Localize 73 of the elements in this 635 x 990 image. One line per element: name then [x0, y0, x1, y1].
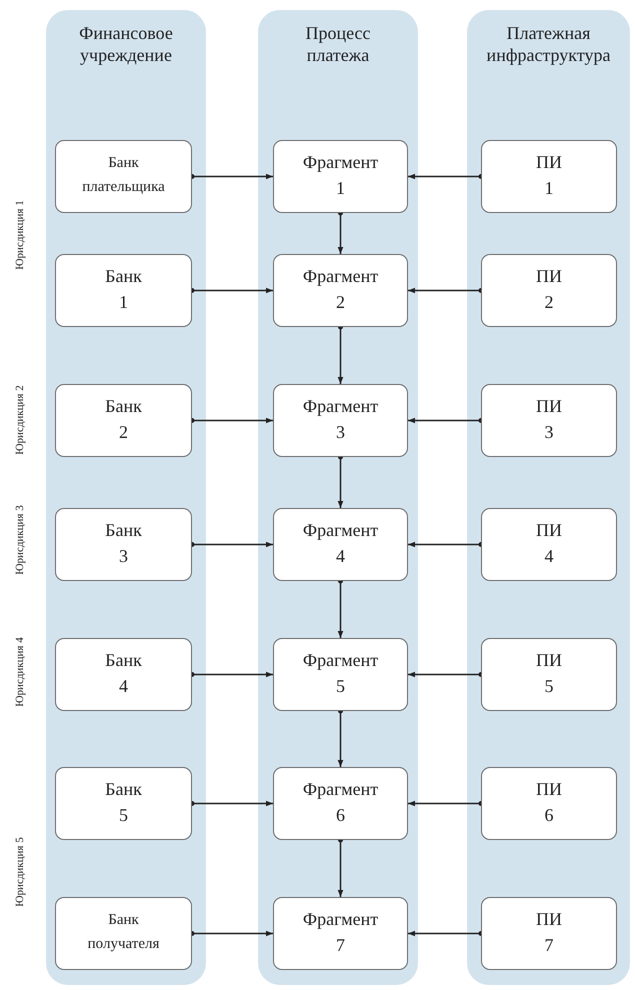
process-box [273, 638, 408, 711]
arrow [190, 542, 273, 548]
box-label: Фрагмент 3 [302, 395, 378, 444]
arrow [190, 174, 273, 180]
box-label: Банк плательщика [82, 154, 165, 197]
box-label: Фрагмент 1 [302, 151, 378, 200]
arrow [190, 930, 273, 936]
process-box [481, 384, 617, 457]
jurisdiction-label: Юрисдикция 1 [13, 200, 27, 270]
box-label: Фрагмент 5 [302, 649, 378, 698]
process-box [273, 140, 408, 213]
box-label: ПИ 2 [536, 265, 562, 314]
process-box [55, 638, 192, 711]
box-label: Банк 3 [105, 519, 142, 568]
process-box [481, 767, 617, 840]
box-label: Банк 2 [105, 395, 142, 444]
column-band [467, 10, 630, 985]
process-box [481, 508, 617, 581]
process-box [273, 767, 408, 840]
box-label: ПИ 1 [536, 151, 562, 200]
arrow [338, 454, 344, 508]
box-label: Фрагмент 6 [302, 778, 378, 827]
process-box [55, 508, 192, 581]
box-label: Фрагмент 7 [302, 908, 378, 957]
arrow [408, 174, 484, 180]
arrow [190, 288, 273, 294]
box-label: Банк получателя [88, 911, 160, 954]
arrow [338, 324, 344, 384]
arrow [190, 800, 273, 806]
column-heading: Платежная инфраструктура [486, 22, 610, 66]
process-box [481, 897, 617, 970]
process-box [481, 638, 617, 711]
process-box [273, 254, 408, 327]
box-label: Банк 1 [105, 265, 142, 314]
process-box [481, 254, 617, 327]
box-label: ПИ 6 [536, 778, 562, 827]
process-box [273, 897, 408, 970]
process-box [273, 384, 408, 457]
jurisdiction-label: Юрисдикция 5 [13, 837, 27, 907]
arrow [408, 418, 484, 424]
column-heading: Финансовое учреждение [79, 22, 173, 66]
column-band [258, 10, 418, 985]
process-box [481, 140, 617, 213]
process-box [55, 897, 192, 970]
box-label: ПИ 4 [536, 519, 562, 568]
arrow [408, 930, 484, 936]
arrow [408, 542, 484, 548]
box-label: ПИ 3 [536, 395, 562, 444]
box-label: Фрагмент 4 [302, 519, 378, 568]
arrow [190, 672, 273, 678]
column-heading: Процесс платежа [305, 22, 371, 66]
process-box [55, 767, 192, 840]
arrow [190, 418, 273, 424]
process-box [55, 384, 192, 457]
arrow [408, 288, 484, 294]
box-label: ПИ 7 [536, 908, 562, 957]
box-label: Банк 5 [105, 778, 142, 827]
jurisdiction-label: Юрисдикция 4 [13, 637, 27, 707]
box-label: ПИ 5 [536, 649, 562, 698]
process-box [55, 140, 192, 213]
arrow [338, 708, 344, 767]
jurisdiction-label: Юрисдикция 2 [13, 385, 27, 455]
arrow [338, 578, 344, 638]
box-label: Банк 4 [105, 649, 142, 698]
process-box [273, 508, 408, 581]
jurisdiction-label: Юрисдикция 3 [13, 505, 27, 575]
arrow [338, 210, 344, 254]
arrow [408, 800, 484, 806]
column-band [46, 10, 206, 985]
box-label: Фрагмент 2 [302, 265, 378, 314]
arrow [408, 672, 484, 678]
arrow [338, 838, 344, 897]
process-box [55, 254, 192, 327]
